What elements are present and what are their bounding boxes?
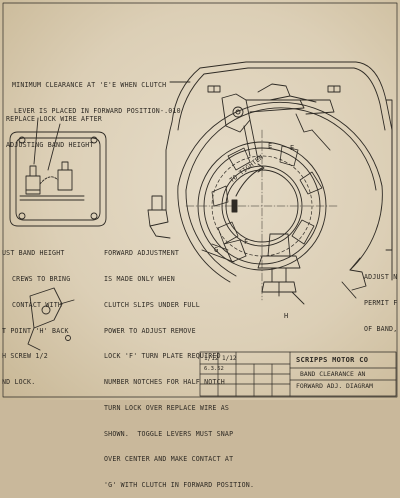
drawing-title-line1: BAND CLEARANCE AN — [300, 370, 366, 378]
adjust-note-right: ADJUST N PERMIT F OF BAND, — [364, 256, 397, 342]
band-height-note-line5: H SCREW 1/2 — [2, 352, 48, 361]
forward-note-line7: TURN LOCK OVER REPLACE WIRE AS — [104, 403, 230, 412]
sheet-border — [2, 2, 398, 398]
housing-outline — [165, 61, 393, 281]
adjust-note-line1: ADJUST N — [364, 273, 398, 282]
forward-note-line1: FORWARD ADJUSTMENT — [104, 249, 180, 258]
band-height-note-line6: ND LOCK. — [2, 378, 36, 387]
forward-note-line2: IS MADE ONLY WHEN — [104, 274, 175, 283]
adjust-note-line3: OF BAND, — [364, 324, 398, 333]
band-height-note-line2: CREWS TO BRING — [12, 274, 71, 283]
top-bosses — [207, 85, 341, 93]
clearance-note-line1: MINIMUM CLEARANCE AT 'E'E WHEN CLUTCH — [12, 81, 167, 90]
band-height-note: UST BAND HEIGHT CREWS TO BRING CONTACT W… — [2, 232, 70, 395]
engineering-drawing — [2, 2, 398, 398]
forward-note-line4: POWER TO ADJUST REMOVE — [104, 326, 196, 335]
adjusting-screw-h — [257, 233, 305, 305]
band-height-note-line1: UST BAND HEIGHT — [2, 249, 65, 258]
company-name: SCRIPPS MOTOR CO — [296, 356, 369, 364]
label-e-right: E — [290, 144, 295, 152]
forward-note-line10: 'G' WITH CLUTCH IN FORWARD POSITION. — [104, 481, 255, 490]
clearance-note: MINIMUM CLEARANCE AT 'E'E WHEN CLUTCH LE… — [12, 64, 181, 124]
band-end-right — [341, 257, 367, 299]
title-block-number-2: 1/12 — [222, 355, 237, 362]
lock-wire-note: REPLACE LOCK WIRE AFTER ADJUSTING BAND H… — [6, 98, 102, 158]
drawing-title-line2: FORWARD ADJ. DIAGRAM — [296, 382, 373, 390]
lock-wire-note-line1: REPLACE LOCK WIRE AFTER — [6, 115, 102, 124]
forward-note-line6: NUMBER NOTCHES FOR HALF NOTCH — [104, 378, 225, 387]
left-bracket — [147, 195, 171, 239]
lock-wire-detail — [9, 117, 107, 227]
label-e-left: E — [268, 142, 273, 150]
adjust-note-line2: PERMIT F — [364, 298, 398, 307]
lock-wire-note-line2: ADJUSTING BAND HEIGHT — [6, 140, 94, 149]
title-block-number-1: 1/12 — [204, 355, 219, 362]
forward-note-line8: SHOWN. TOGGLE LEVERS MUST SNAP — [104, 429, 234, 438]
small-lock-detail — [27, 287, 75, 351]
forward-note-line5: LOCK 'F' TURN PLATE REQUIRED — [104, 352, 221, 361]
clutch-shoes — [211, 145, 323, 245]
forward-adjustment-note: FORWARD ADJUSTMENT IS MADE ONLY WHEN CLU… — [104, 232, 254, 498]
forward-note-line9: OVER CENTER AND MAKE CONTACT AT — [104, 455, 234, 464]
clearance-note-line2: LEVER IS PLACED IN FORWARD POSITION-.010 — [14, 106, 181, 115]
toggle-lever-assembly — [221, 83, 335, 161]
clutch-band — [177, 101, 383, 283]
label-h: H — [284, 312, 289, 320]
forward-note-line3: CLUTCH SLIPS UNDER FULL — [104, 300, 200, 309]
lock-f-assembly — [211, 239, 247, 263]
label-g: G — [214, 246, 219, 254]
title-block — [199, 351, 397, 397]
label-f: F — [244, 238, 249, 246]
band-height-note-line4: T POINT 'H' BACK — [2, 326, 69, 335]
forward-note-leader — [201, 249, 235, 263]
title-block-date: 6.3.52 — [204, 366, 224, 372]
band-height-note-line3: CONTACT WITH — [12, 300, 63, 309]
